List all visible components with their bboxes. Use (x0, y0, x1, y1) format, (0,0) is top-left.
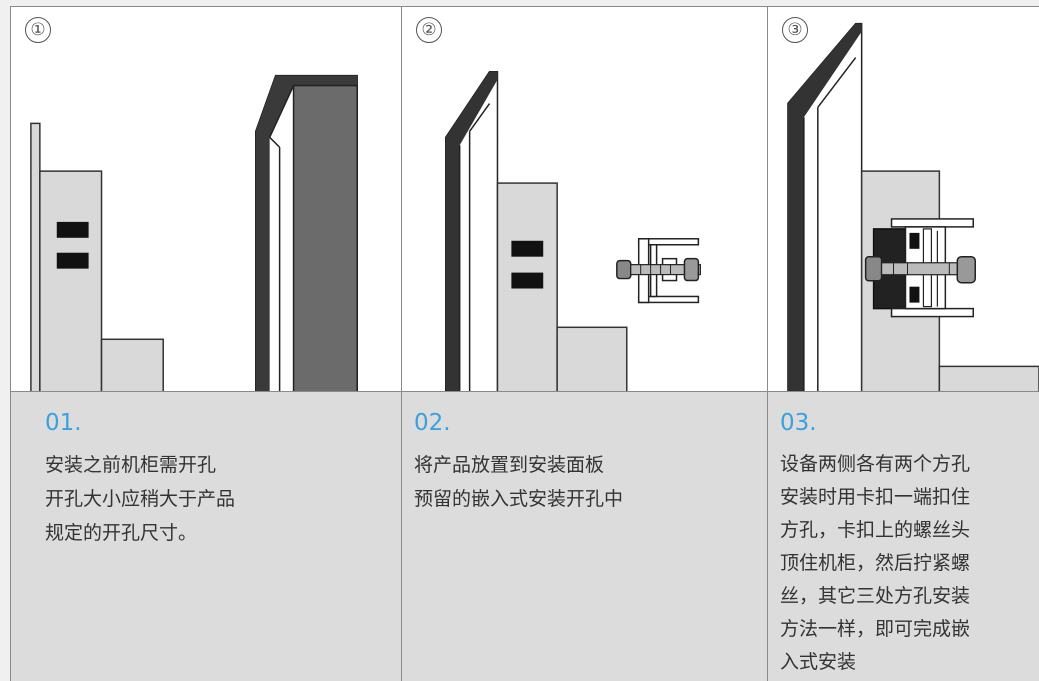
step-3-illustration: ③ (768, 7, 1039, 392)
device-rear (556, 326, 628, 391)
step-description: 设备两侧各有两个方孔 安装时用卡扣一端扣住 方孔，卡扣上的螺丝头 顶住机柜，然后… (780, 453, 971, 673)
step-3-diagram (787, 22, 1039, 391)
cabinet-edge (255, 75, 358, 391)
device-body (39, 170, 103, 391)
step-panel-1: ① 01. 安装之前机柜需开孔 开孔大小应稍大于产品 规定的开孔尺寸。 (10, 6, 402, 681)
square-hole (56, 252, 89, 269)
step-label: 01. (45, 410, 82, 436)
square-hole (56, 221, 89, 238)
square-hole (511, 272, 544, 289)
step-number-circle: ① (25, 17, 51, 43)
step-2-illustration: ② (402, 7, 767, 392)
cabinet-inner (292, 84, 358, 391)
device-bezel (30, 122, 41, 391)
step-1-illustration: ① (11, 7, 401, 392)
square-hole (511, 240, 544, 257)
step-description: 将产品放置到安装面板 预留的嵌入式安装开孔中 (414, 454, 624, 510)
device-rear (938, 365, 1039, 391)
clip (616, 238, 701, 304)
step-label: 03. (780, 410, 817, 436)
step-label: 02. (414, 410, 451, 436)
device-rear (100, 338, 164, 391)
step-number-circle: ③ (782, 17, 808, 43)
device-body (496, 182, 558, 391)
step-panel-2: ② 02. 将产品放置到安装面板 预留的嵌入式安装开孔中 (401, 6, 768, 681)
step-number-circle: ② (416, 17, 442, 43)
clip (864, 218, 976, 318)
cabinet-edge (787, 23, 862, 391)
step-3-caption: 03. 设备两侧各有两个方孔 安装时用卡扣一端扣住 方孔，卡扣上的螺丝头 顶住机… (768, 392, 1039, 681)
step-description: 安装之前机柜需开孔 开孔大小应稍大于产品 规定的开孔尺寸。 (45, 454, 236, 544)
step-1-diagram (30, 74, 358, 391)
step-2-caption: 02. 将产品放置到安装面板 预留的嵌入式安装开孔中 (402, 392, 767, 681)
step-1-caption: 01. 安装之前机柜需开孔 开孔大小应稍大于产品 规定的开孔尺寸。 (11, 392, 401, 681)
step-2-diagram (445, 70, 701, 391)
cabinet-edge (445, 71, 498, 391)
step-panel-3: ③ 03. 设备两侧各有两个方孔 安装时用卡扣一端扣住 方孔，卡扣上的螺丝头 顶… (767, 6, 1039, 681)
